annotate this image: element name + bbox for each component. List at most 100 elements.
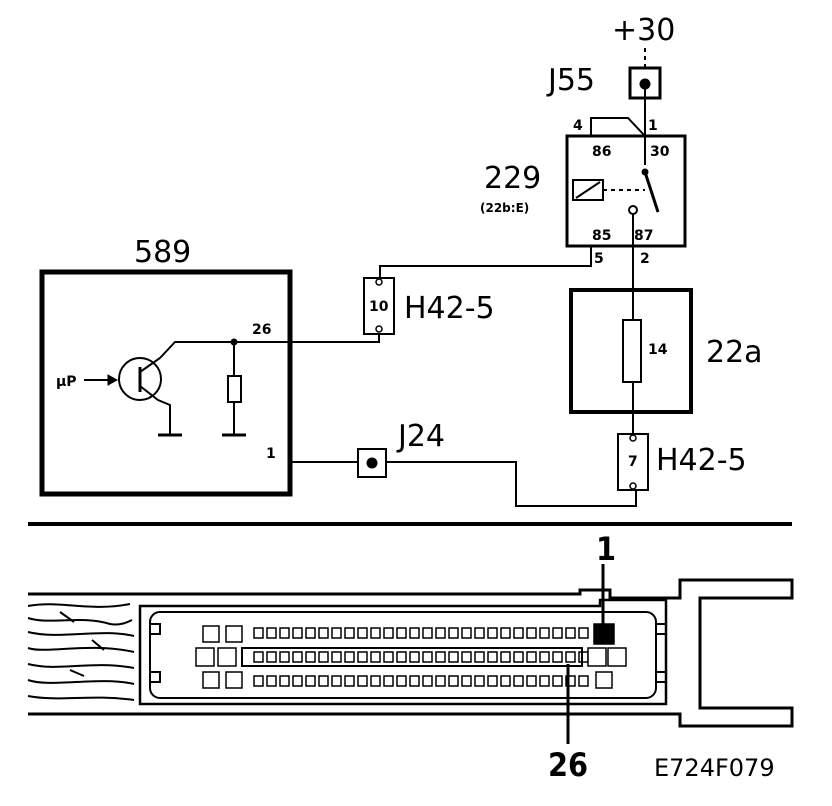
pin-slot <box>292 651 303 663</box>
pin-slot <box>448 627 459 639</box>
pin-slot <box>539 675 550 687</box>
pin-slot <box>253 675 264 687</box>
pin-slot <box>357 627 368 639</box>
pin-large <box>217 647 237 667</box>
pin-slot <box>266 651 277 663</box>
connector-bottom <box>617 433 649 491</box>
pin-slot <box>253 651 264 663</box>
pin-slot <box>461 627 472 639</box>
connector-top-label: H42-5 <box>404 291 495 326</box>
pin-slot <box>318 627 329 639</box>
j24-label: J24 <box>396 419 445 454</box>
pin-slot <box>318 675 329 687</box>
relay-pin-1: 1 <box>648 118 658 134</box>
fuse-box <box>569 288 693 414</box>
relay-switch-blade <box>643 171 660 213</box>
j55-dot <box>639 78 651 90</box>
pin-slot <box>370 651 381 663</box>
relay-pin-5: 5 <box>594 251 604 267</box>
pin-slot <box>279 651 290 663</box>
input-arrow-head <box>107 374 119 386</box>
schematic: +30 J55 229 (22b:E) 4 1 86 30 85 87 5 2 <box>39 13 763 507</box>
relay-terminal-87: 87 <box>634 228 653 244</box>
pin-slot <box>396 627 407 639</box>
pin-slot <box>422 651 433 663</box>
connector-housing <box>28 578 794 728</box>
pin-rows <box>195 623 627 689</box>
pin-large <box>202 625 220 643</box>
pin-slot <box>305 675 316 687</box>
relay-pin-4: 4 <box>573 118 583 134</box>
pin-slot <box>513 651 524 663</box>
pin-slot <box>331 675 342 687</box>
connector-body <box>138 598 668 706</box>
module-id: 589 <box>134 235 191 270</box>
pin-slot <box>305 627 316 639</box>
callout-1-label: 1 <box>596 530 616 568</box>
pin-slot <box>526 675 537 687</box>
pin-slot <box>435 651 446 663</box>
pin-slot <box>383 627 394 639</box>
pin-slot <box>539 627 550 639</box>
transistor-collector <box>139 341 234 373</box>
connector-view: 1 26 E724F079 <box>27 530 794 784</box>
module-box <box>39 269 293 497</box>
pin-large <box>225 625 243 643</box>
pin-slot <box>513 675 524 687</box>
relay-tab <box>590 117 646 137</box>
figure-code: E724F079 <box>654 754 775 782</box>
pin-slot <box>357 651 368 663</box>
pin-slot <box>344 627 355 639</box>
pin-slot <box>513 627 524 639</box>
pin-slot <box>279 675 290 687</box>
connector-top-pin: 10 <box>369 299 389 315</box>
relay-terminal-30: 30 <box>650 144 670 160</box>
pin-slot <box>396 651 407 663</box>
relay-coil-slash <box>575 181 601 199</box>
pin-large <box>225 671 243 689</box>
pin-slot <box>552 651 563 663</box>
relay-box <box>565 134 687 248</box>
fuse-id: 22a <box>706 335 763 370</box>
pin-large <box>195 647 215 667</box>
pin-slot <box>331 651 342 663</box>
relay-id: 229 <box>484 161 541 196</box>
pin-slot <box>578 651 589 663</box>
relay-pin-2: 2 <box>640 251 650 267</box>
relay-terminal-85: 85 <box>592 228 611 244</box>
relay-terminal-86: 86 <box>592 144 611 160</box>
pin-slot <box>422 675 433 687</box>
pin-slot <box>487 651 498 663</box>
module-input-label: µP <box>56 374 77 390</box>
pin-slot <box>344 651 355 663</box>
fuse-element <box>622 319 642 383</box>
pin-slot <box>292 675 303 687</box>
connector-top-hole-b <box>375 325 383 333</box>
pin-slot <box>318 651 329 663</box>
callout-26-label: 26 <box>548 746 588 784</box>
pin-slot <box>409 675 420 687</box>
resistor <box>227 375 242 403</box>
wire-bundle <box>27 603 135 701</box>
module-pin-1: 1 <box>266 446 276 462</box>
latch-left-top <box>149 623 161 635</box>
pin-slot <box>266 627 277 639</box>
pin-slot <box>552 675 563 687</box>
pin-slot <box>448 675 459 687</box>
j24-dot <box>366 457 378 469</box>
pin-slot <box>370 675 381 687</box>
pin-slot <box>565 675 576 687</box>
pin-slot <box>435 675 446 687</box>
pin-slot <box>500 627 511 639</box>
fuse-value: 14 <box>648 342 668 358</box>
pin-slot <box>422 627 433 639</box>
pin-slot <box>500 675 511 687</box>
connector-bottom-pin: 7 <box>628 454 638 470</box>
wire-j24-connector <box>386 461 637 507</box>
connector-bottom-label: H42-5 <box>656 443 747 478</box>
pin-slot <box>461 675 472 687</box>
connector-bottom-hole-b <box>629 482 637 490</box>
relay-ref: (22b:E) <box>480 201 529 215</box>
pin-slot <box>578 627 589 639</box>
